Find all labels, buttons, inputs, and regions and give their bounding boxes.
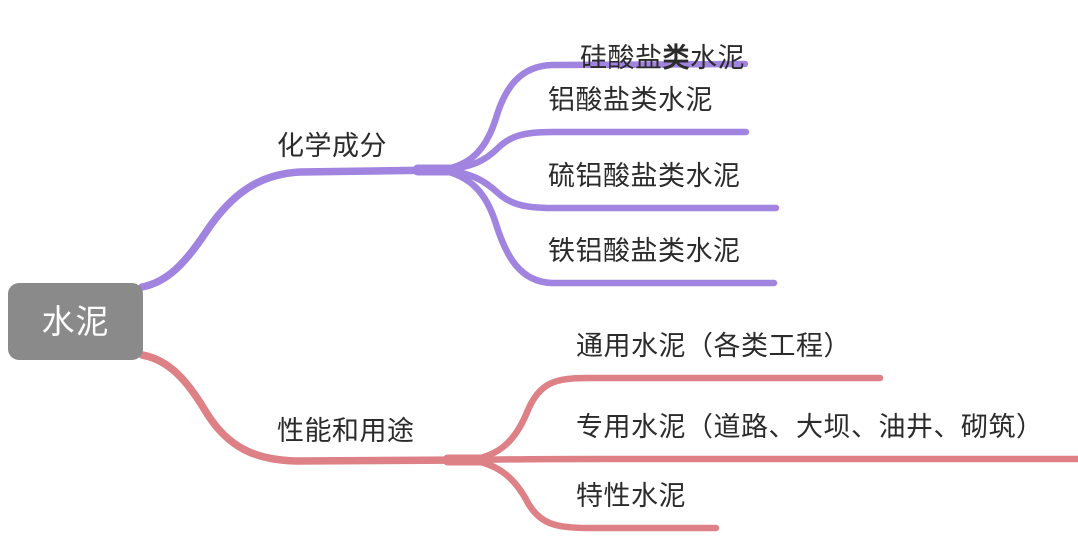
- leaf-text-portland-suffix: 水泥: [690, 43, 746, 73]
- leaf-text-portland-prefix: 硅酸盐: [580, 43, 663, 73]
- leaf-label-ferroaluminate[interactable]: 铁铝酸盐类水泥: [548, 236, 741, 266]
- leaf-label-sulphoaluminate[interactable]: 硫铝酸盐类水泥: [548, 161, 741, 191]
- leaf-label-aluminate[interactable]: 铝酸盐类水泥: [548, 85, 713, 115]
- leaf-text-portland-emphasis: 类: [662, 43, 691, 73]
- leaf-label-portland[interactable]: 硅酸盐类水泥: [548, 18, 745, 99]
- leaf-label-special-use[interactable]: 专用水泥（道路、大坝、油井、砌筑）: [576, 412, 1044, 442]
- branch-line-portland: [437, 60, 749, 174]
- branch-label-performance[interactable]: 性能和用途: [277, 416, 415, 446]
- branch-line-sulphoaluminate: [437, 166, 780, 212]
- root-node[interactable]: 水泥: [8, 283, 143, 360]
- leaf-label-characteristic[interactable]: 特性水泥: [576, 481, 686, 511]
- branch-line-chemical-trunk: [138, 166, 445, 291]
- branch-line-ferroaluminate: [437, 166, 778, 287]
- branch-line-special-use: [466, 455, 1078, 464]
- branch-line-performance-trunk: [138, 351, 474, 465]
- branch-line-general: [466, 374, 884, 464]
- leaf-label-general[interactable]: 通用水泥（各类工程）: [576, 331, 851, 361]
- branch-line-aluminate: [437, 128, 750, 174]
- root-node-label: 水泥: [41, 303, 110, 340]
- branch-label-chemical[interactable]: 化学成分: [277, 131, 387, 161]
- branch-line-characteristic: [466, 456, 720, 532]
